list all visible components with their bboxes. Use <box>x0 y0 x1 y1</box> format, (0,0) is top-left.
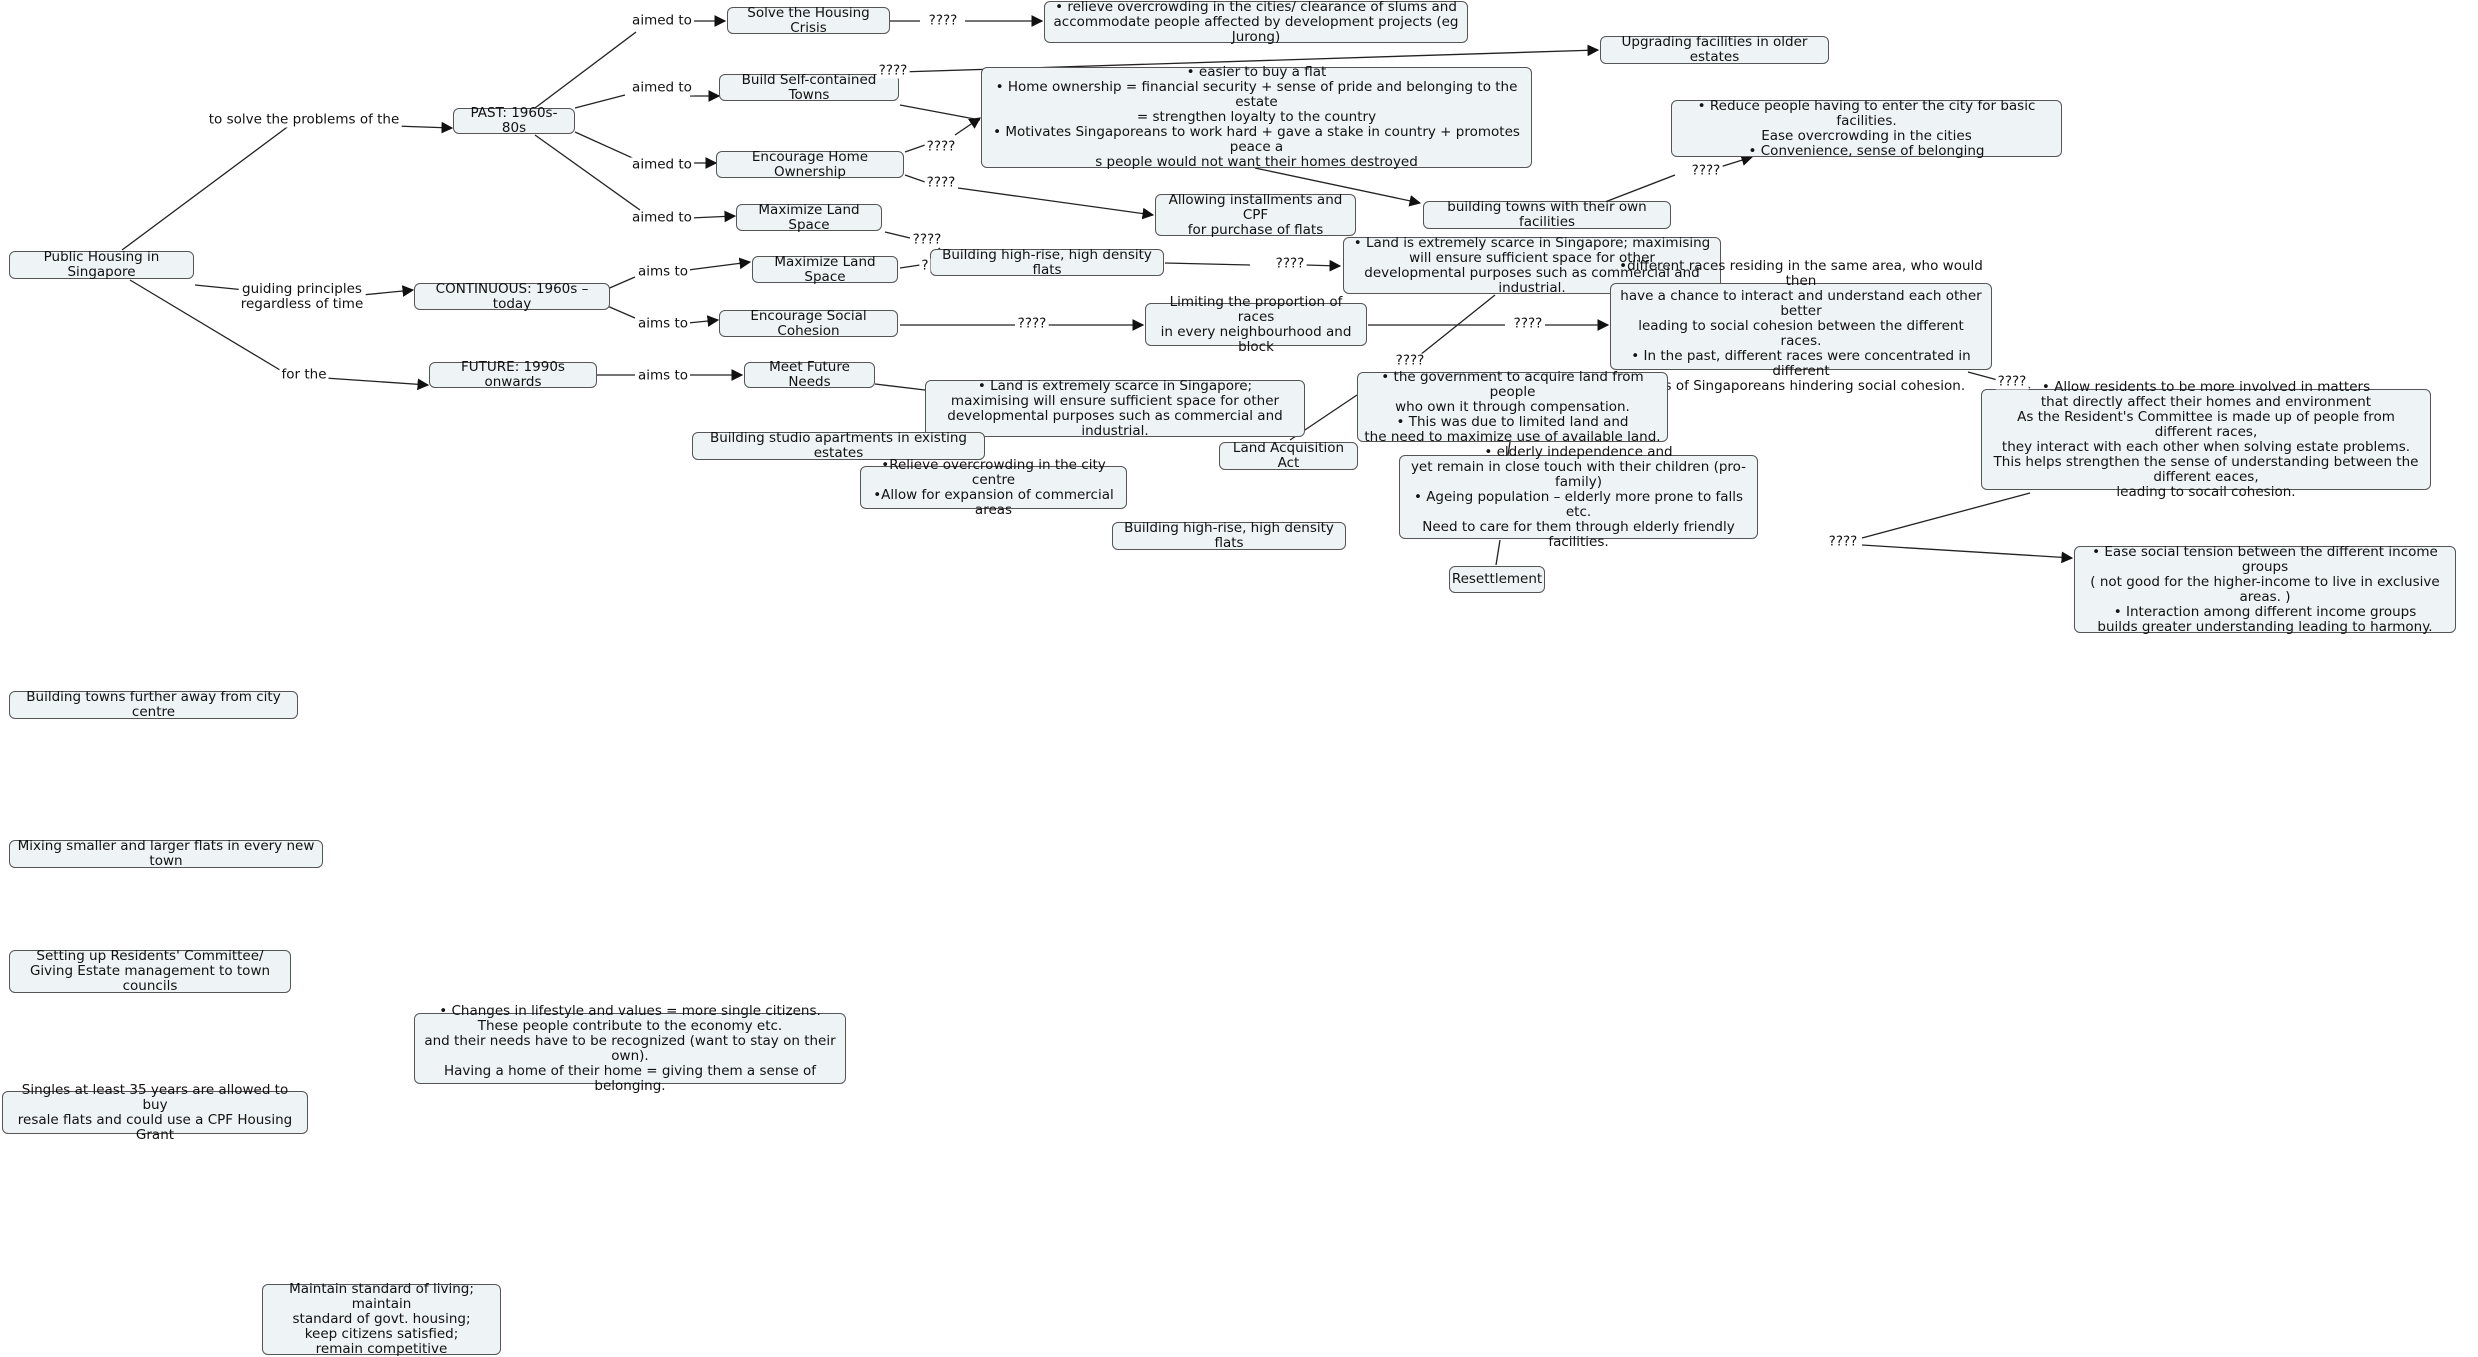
edge-aimed4-max <box>689 210 737 223</box>
edge-past-aimed3 <box>574 131 638 161</box>
edge-elderly-resettle <box>1495 539 1501 566</box>
node-different-races: •different races residing in the same ar… <box>1610 259 1992 394</box>
node-land-scarce-2: • Land is extremely scarce in Singapore;… <box>925 378 1305 438</box>
node-towns-further: Building towns further away from city ce… <box>9 690 298 720</box>
node-encourage-social-cohesion: Encourage Social Cohesion <box>719 308 898 338</box>
edge-build-reasons <box>899 104 981 121</box>
node-solve-housing-crisis: Solve the Housing Crisis <box>727 5 890 35</box>
node-past: PAST: 1960s-80s <box>453 106 575 136</box>
node-land-acquisition-act: Land Acquisition Act <box>1219 441 1358 471</box>
node-elderly: • elderly independence and yet remain in… <box>1399 444 1758 549</box>
node-home-ownership-reasons: • easier to buy a flat • Home ownership … <box>981 65 1532 170</box>
node-allowing-installments: Allowing installments and CPF for purcha… <box>1155 192 1356 237</box>
node-ease-social-tension: • Ease social tension between the differ… <box>2074 544 2456 634</box>
label-aimed-to-1: aimed to <box>630 12 694 29</box>
node-residents-committee: Setting up Residents' Committee/ Giving … <box>9 949 291 994</box>
edge-root-forthe <box>129 279 286 374</box>
node-allow-residents: • Allow residents to be more involved in… <box>1981 379 2431 499</box>
node-towns-own-facilities: building towns with their own facilities <box>1423 200 1671 230</box>
edge-meet-land2 <box>874 383 926 391</box>
node-continuous: CONTINUOUS: 1960s – today <box>414 281 610 311</box>
edge-max-q <box>884 231 911 239</box>
edge-aims2-social <box>687 315 720 327</box>
label-aimed-to-2: aimed to <box>630 79 694 96</box>
label-q-build: ???? <box>876 62 910 79</box>
node-maximize-land-past: Maximize Land Space <box>736 202 882 232</box>
edge-cont-aims2 <box>604 304 636 319</box>
label-guiding: guiding principles regardless of time <box>238 281 366 312</box>
node-encourage-home-ownership: Encourage Home Ownership <box>716 149 904 179</box>
node-mixing-flats: Mixing smaller and larger flats in every… <box>9 839 323 869</box>
node-maintain-standard: Maintain standard of living; maintain st… <box>262 1282 501 1357</box>
node-studio-apartments: Building studio apartments in existing e… <box>692 431 985 461</box>
label-q-home2: ???? <box>924 174 958 191</box>
edge-q-reasons <box>954 117 981 136</box>
node-upgrading-facilities: Upgrading facilities in older estates <box>1600 35 1829 65</box>
label-q-max: ???? <box>910 231 944 248</box>
edge-forthe-future <box>324 377 430 391</box>
node-build-self-contained: Build Self-contained Towns <box>719 72 899 102</box>
label-q-limit: ???? <box>1511 315 1545 332</box>
label-q-allow: ???? <box>1826 533 1860 550</box>
node-meet-future-needs: Meet Future Needs <box>744 360 875 390</box>
label-aimed-to-3: aimed to <box>630 156 694 173</box>
label-q-solve: ???? <box>926 12 960 29</box>
edge-past-aimed1 <box>534 31 637 109</box>
node-future: FUTURE: 1990s onwards <box>429 360 597 390</box>
edge-q-reduce <box>1719 154 1754 168</box>
node-high-rise-2: Building high-rise, high density flats <box>1112 521 1346 551</box>
node-maximize-land-continuous: Maximize Land Space <box>752 254 898 284</box>
label-q-diffraces: ???? <box>1995 373 2029 390</box>
edge-q2-installments <box>957 187 1155 220</box>
edge-reasons-facilities <box>1254 167 1422 207</box>
edge-q-land1 <box>1304 259 1342 272</box>
label-q-high: ???? <box>1273 255 1307 272</box>
node-reduce-people: • Reduce people having to enter the city… <box>1671 98 2062 158</box>
label-q-home: ???? <box>924 138 958 155</box>
edge-land1-q <box>1419 294 1496 356</box>
label-aims-to-1: aims to <box>635 263 691 280</box>
edge-facilities-q <box>1604 174 1676 203</box>
node-resettlement: Resettlement <box>1449 566 1545 593</box>
edge-maxcont-q <box>899 264 921 269</box>
edge-gov-elderly <box>1507 441 1511 456</box>
label-for-the: for the <box>279 366 329 383</box>
edge-aims1-maxcont <box>687 257 752 271</box>
edge-root-guiding <box>194 284 246 291</box>
edge-past-aimed4 <box>534 134 641 211</box>
node-changes-lifestyle: • Changes in lifestyle and values = more… <box>414 1003 846 1093</box>
node-high-rise-1: Building high-rise, high density flats <box>930 247 1164 277</box>
edge-home-q <box>904 144 926 153</box>
label-aims-to-3: aims to <box>635 367 691 384</box>
node-singles-35: Singles at least 35 years are allowed to… <box>2 1082 308 1142</box>
edge-to-solve-past <box>394 121 454 134</box>
node-relieve-overcrowding: • relieve overcrowding in the cities/ cl… <box>1044 0 1468 44</box>
node-public-housing: Public Housing in Singapore <box>9 250 194 280</box>
label-q-facilities: ???? <box>1689 162 1723 179</box>
label-q-social: ???? <box>1015 315 1049 332</box>
node-relieve-city-centre: •Relieve overcrowding in the city centre… <box>860 457 1127 517</box>
edge-cont-aims1 <box>604 276 636 291</box>
node-limiting-races: Limiting the proportion of races in ever… <box>1145 294 1367 354</box>
edge-root-to-solve <box>121 124 291 251</box>
edge-q-ease <box>1861 544 2074 564</box>
edge-guiding-continuous <box>361 285 415 297</box>
label-aims-to-2: aims to <box>635 315 691 332</box>
edge-past-aimed2 <box>574 94 626 109</box>
node-gov-acquire: • the government to acquire land from pe… <box>1357 369 1668 444</box>
edge-high1-q <box>1164 262 1251 266</box>
edge-allow-q <box>1861 492 2031 539</box>
label-to-solve: to solve the problems of the <box>206 111 402 128</box>
label-q-land: ???? <box>1393 352 1427 369</box>
edge-home-q2 <box>904 174 926 183</box>
label-q-max-cont: ? <box>919 257 931 274</box>
label-aimed-to-4: aimed to <box>630 209 694 226</box>
